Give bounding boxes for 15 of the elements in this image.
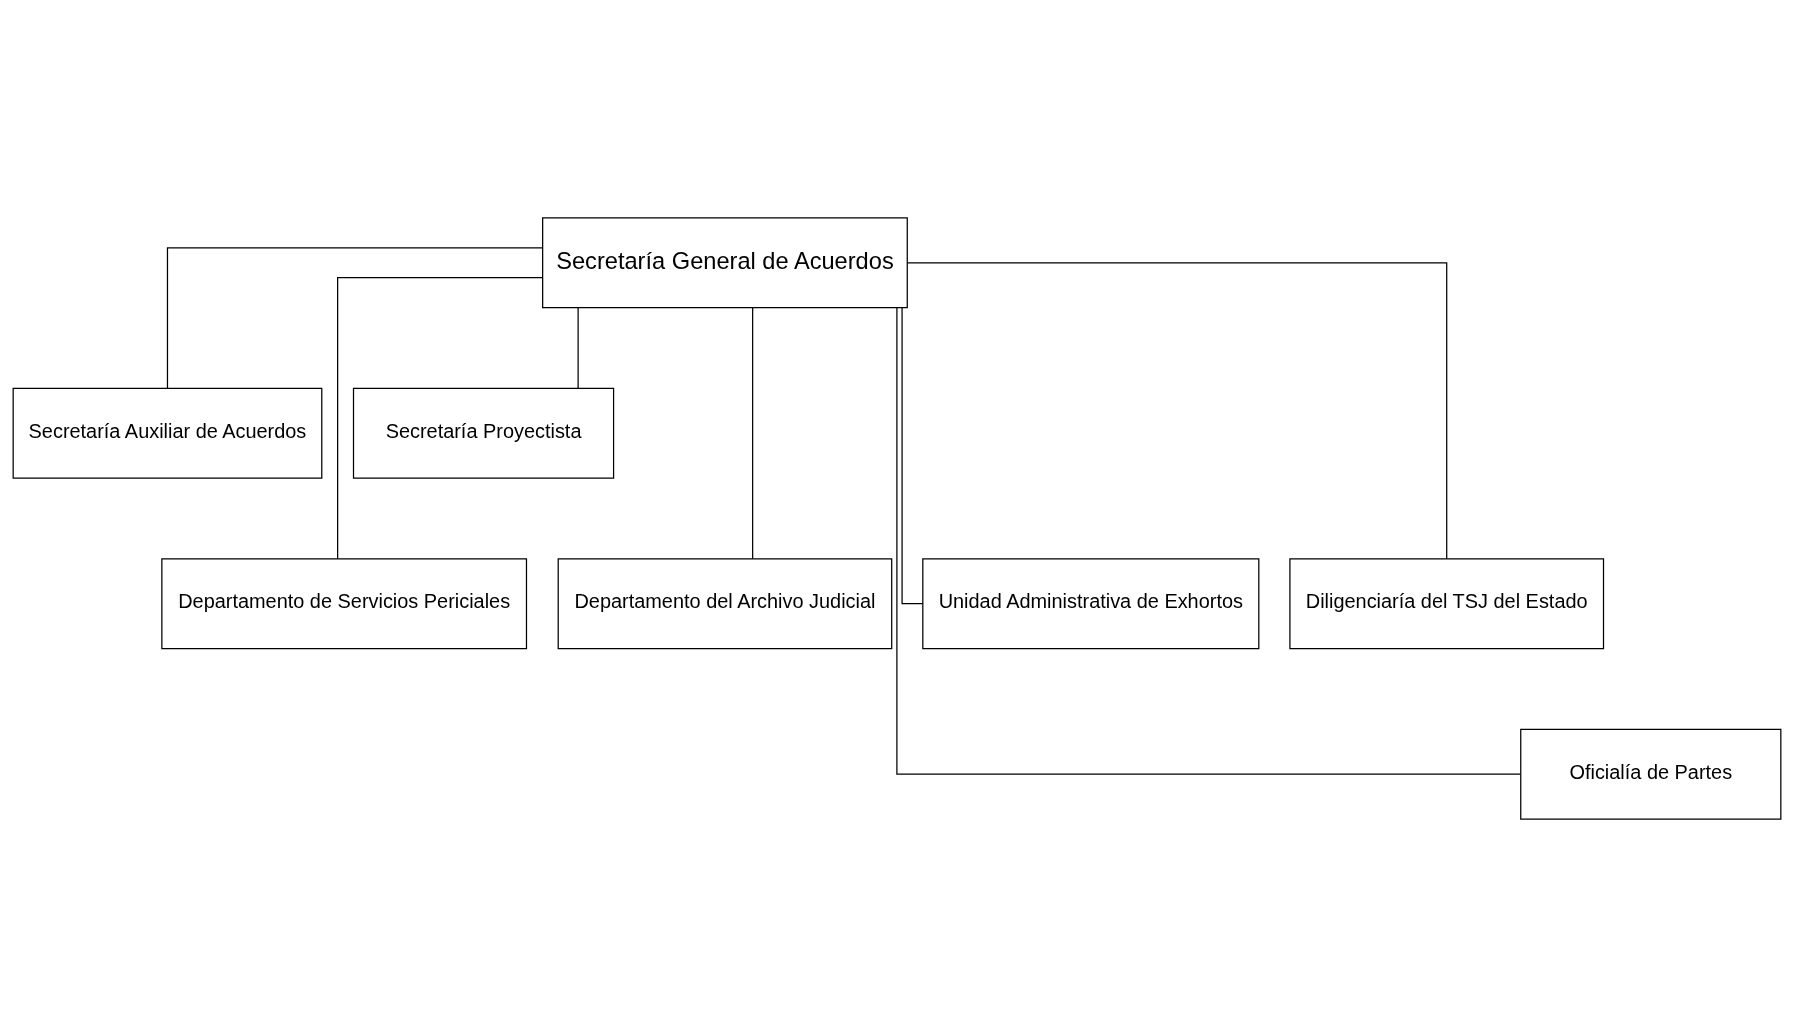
connector bbox=[577, 306, 579, 389]
connector bbox=[901, 306, 924, 604]
node-box: Oficialía de Partes bbox=[1520, 728, 1782, 820]
connector bbox=[896, 306, 1521, 775]
connector bbox=[906, 261, 1448, 559]
connector bbox=[752, 306, 754, 559]
node-box: Secretaría General de Acuerdos bbox=[542, 216, 908, 308]
connector bbox=[337, 276, 544, 559]
node-box: Secretaría Auxiliar de Acuerdos bbox=[12, 387, 323, 479]
node-box: Unidad Administrativa de Exhortos bbox=[922, 557, 1260, 649]
node-box: Diligenciaría del TSJ del Estado bbox=[1289, 557, 1605, 649]
node-box: Departamento del Archivo Judicial bbox=[557, 557, 893, 649]
node-box: Secretaría Proyectista bbox=[352, 387, 615, 479]
node-box: Departamento de Servicios Periciales bbox=[161, 557, 528, 649]
connector bbox=[166, 246, 544, 389]
